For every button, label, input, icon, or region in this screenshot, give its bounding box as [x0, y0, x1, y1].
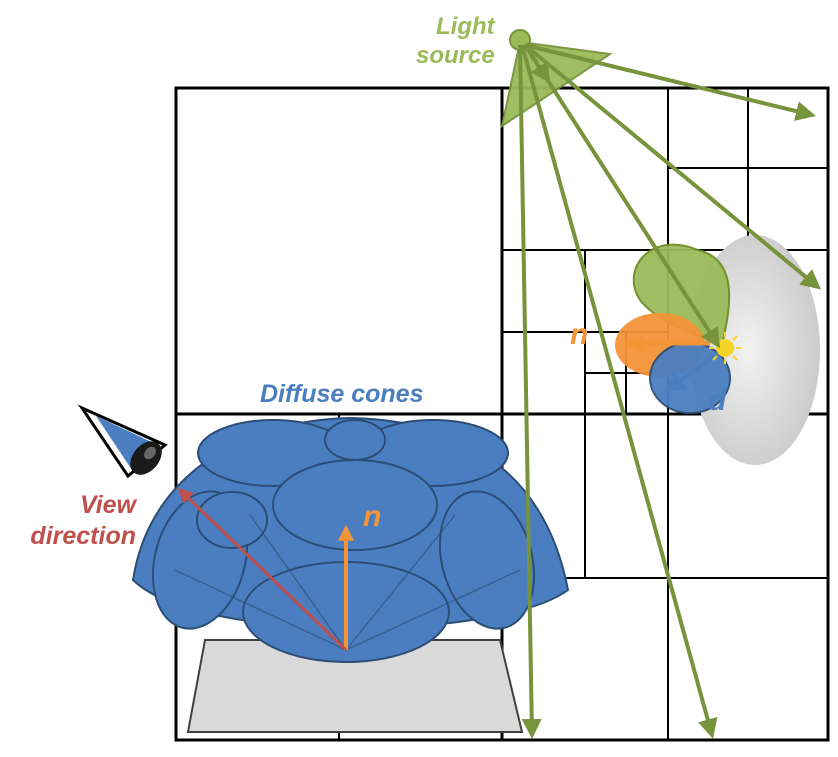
view-direction-arrow	[177, 487, 348, 652]
sun-icon	[709, 332, 741, 364]
view-direction-label-line1: View	[79, 491, 136, 519]
cone-ellipses	[151, 419, 536, 663]
diffuse-cones-label: Diffuse cones	[260, 380, 424, 408]
normal-label-right: n	[570, 318, 589, 351]
light-source-label-line1: Light	[436, 13, 495, 40]
cone-top-center	[324, 419, 386, 461]
normal-label-left: n	[363, 500, 382, 533]
light-ray	[520, 44, 718, 739]
light-rays	[518, 43, 822, 739]
light-ray	[523, 43, 721, 349]
light-ray	[523, 43, 551, 84]
cone-spokes	[174, 514, 521, 651]
light-source-label-line2: source	[416, 42, 495, 69]
cone-center-upper	[272, 459, 438, 551]
direction-arrow-d	[664, 352, 717, 393]
light-source-label: Light source	[416, 12, 495, 70]
view-direction-label: View direction	[30, 490, 136, 552]
direction-label-d: d	[708, 384, 727, 417]
light-ray	[518, 44, 542, 739]
diffuse-cone-cluster	[131, 416, 570, 733]
light-ray	[523, 43, 822, 290]
light-source-icon	[500, 29, 613, 129]
light-ray	[524, 43, 816, 121]
cone-left-upper	[196, 491, 268, 549]
specular-scene	[615, 235, 820, 465]
eye-icon	[77, 404, 168, 479]
view-direction-label-line2: direction	[30, 522, 136, 550]
